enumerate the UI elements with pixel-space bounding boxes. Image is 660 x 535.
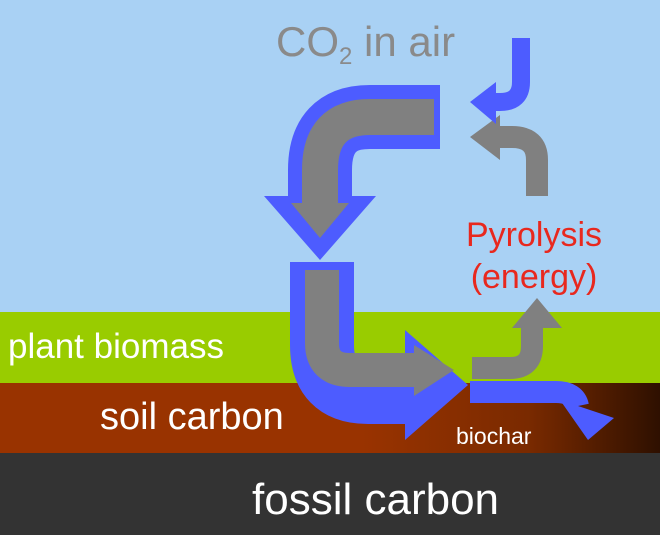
biochar-label: biochar <box>456 423 532 449</box>
biomass-to-pyrolysis-arrow <box>290 262 468 440</box>
co2-release-arrow <box>470 115 548 196</box>
co2-capture-arrow <box>470 38 530 124</box>
fossil-carbon-label: fossil carbon <box>252 475 500 524</box>
soil-carbon-label: soil carbon <box>100 396 284 438</box>
pyrolysis-energy-note: (energy) <box>470 258 598 296</box>
plant-biomass-label: plant biomass <box>8 327 224 366</box>
fossil-carbon-layer <box>0 453 660 535</box>
pyrolysis-title: Pyrolysis <box>466 216 603 254</box>
pyrolysis-energy-arrow <box>472 298 562 379</box>
pyrolysis-label: Pyrolysis (energy) <box>466 214 602 298</box>
photosynthesis-arrow <box>264 85 440 260</box>
biochar-arrow <box>470 381 614 440</box>
co2-in-air-label: CO2 in air <box>276 18 456 70</box>
